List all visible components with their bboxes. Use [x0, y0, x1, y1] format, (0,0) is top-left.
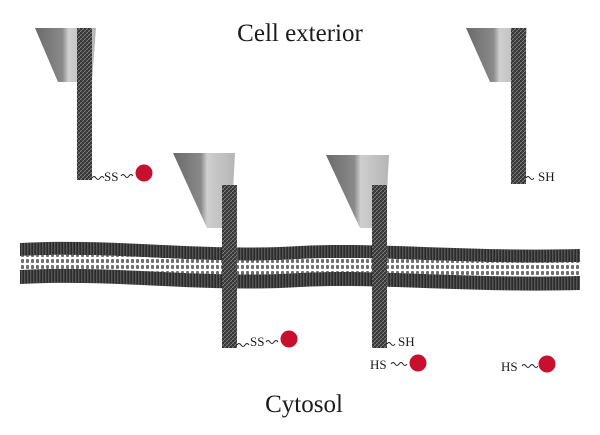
- probe-2: SS: [173, 153, 298, 349]
- linker-wave: [91, 176, 105, 180]
- thiol-tag: SH: [538, 169, 555, 184]
- lipid-bilayer: [20, 241, 580, 291]
- free-thiol-tag: HS: [370, 357, 387, 372]
- bilayer-tail-region: [20, 254, 580, 277]
- afm-tip-icon: [173, 153, 235, 228]
- bilayer-top-leaflet: [20, 241, 580, 263]
- cargo-molecule: [538, 355, 556, 373]
- disulfide-tag: SS: [250, 334, 264, 349]
- linker-wave: [525, 176, 535, 180]
- linker-wave: [386, 342, 396, 346]
- nanoneedle-shaft: [511, 28, 526, 184]
- nanoneedle-shaft: [372, 185, 387, 348]
- thiol-tag: SH: [398, 334, 415, 349]
- nanoneedle-shaft: [222, 185, 237, 348]
- cargo-molecule: [409, 354, 427, 372]
- probe-4: SH: [466, 28, 555, 184]
- released-cargo: HS: [501, 355, 556, 374]
- cargo-molecule: [280, 330, 298, 348]
- linker-wave: [120, 174, 134, 178]
- probe-3: SH HS: [326, 155, 427, 372]
- free-thiol-tag: HS: [501, 359, 518, 374]
- bilayer-bottom-leaflet: [20, 268, 580, 291]
- probe-1: SS: [35, 28, 153, 184]
- cytosol-label: Cytosol: [265, 391, 343, 418]
- cell-exterior-label: Cell exterior: [237, 20, 363, 47]
- cargo-molecule: [135, 164, 153, 182]
- disulfide-tag: SS: [104, 169, 118, 184]
- linker-wave: [265, 340, 279, 344]
- linker-wave: [236, 343, 250, 347]
- linker-wave: [521, 364, 539, 368]
- nanoneedle-shaft: [77, 28, 92, 180]
- linker-wave: [390, 362, 408, 366]
